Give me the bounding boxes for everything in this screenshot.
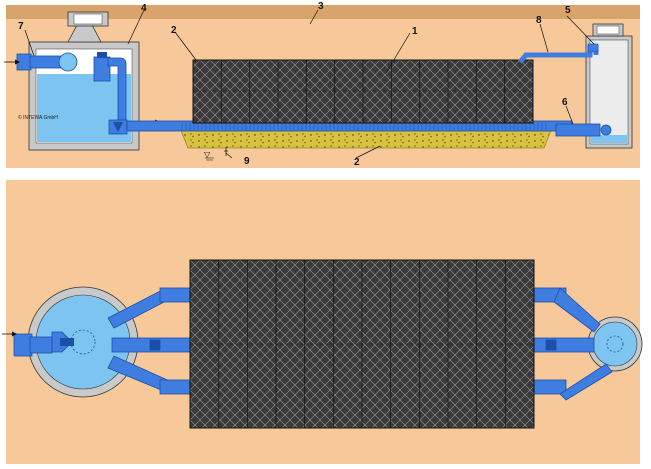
label-4: 4 <box>141 3 147 14</box>
inlet-pipe <box>4 52 78 72</box>
storage-module-divisions <box>220 60 506 123</box>
label-9: 9 <box>244 156 250 167</box>
label-2-bottom: 2 <box>354 157 360 168</box>
storage-module-plan-divisions <box>218 260 506 428</box>
leader-lines <box>24 9 595 159</box>
inlet-branch-pipes <box>107 287 191 395</box>
inlet-pipe-plan <box>2 331 74 357</box>
label-6: 6 <box>562 97 568 108</box>
filter-unit <box>93 52 128 135</box>
label-2-top: 2 <box>171 25 177 36</box>
outlet-branch-pipes <box>533 287 613 401</box>
water-level-symbol: ▽ <box>204 150 211 159</box>
label-5: 5 <box>565 5 571 16</box>
label-3: 3 <box>318 1 324 12</box>
inlet-chamber-plan <box>27 286 139 398</box>
label-8: 8 <box>536 15 542 26</box>
plan-view <box>2 180 643 464</box>
outlet-pipe <box>555 123 601 137</box>
label-1: 1 <box>412 26 418 37</box>
outlet-shaft-water <box>591 135 627 143</box>
copyright-text: © INTEWA GmbH <box>18 114 58 121</box>
topsoil-layer <box>6 5 640 19</box>
section-view: © INTEWA GmbH ▽ <box>4 1 640 168</box>
label-7: 7 <box>18 21 24 32</box>
outlet-chamber-plan <box>587 316 643 372</box>
